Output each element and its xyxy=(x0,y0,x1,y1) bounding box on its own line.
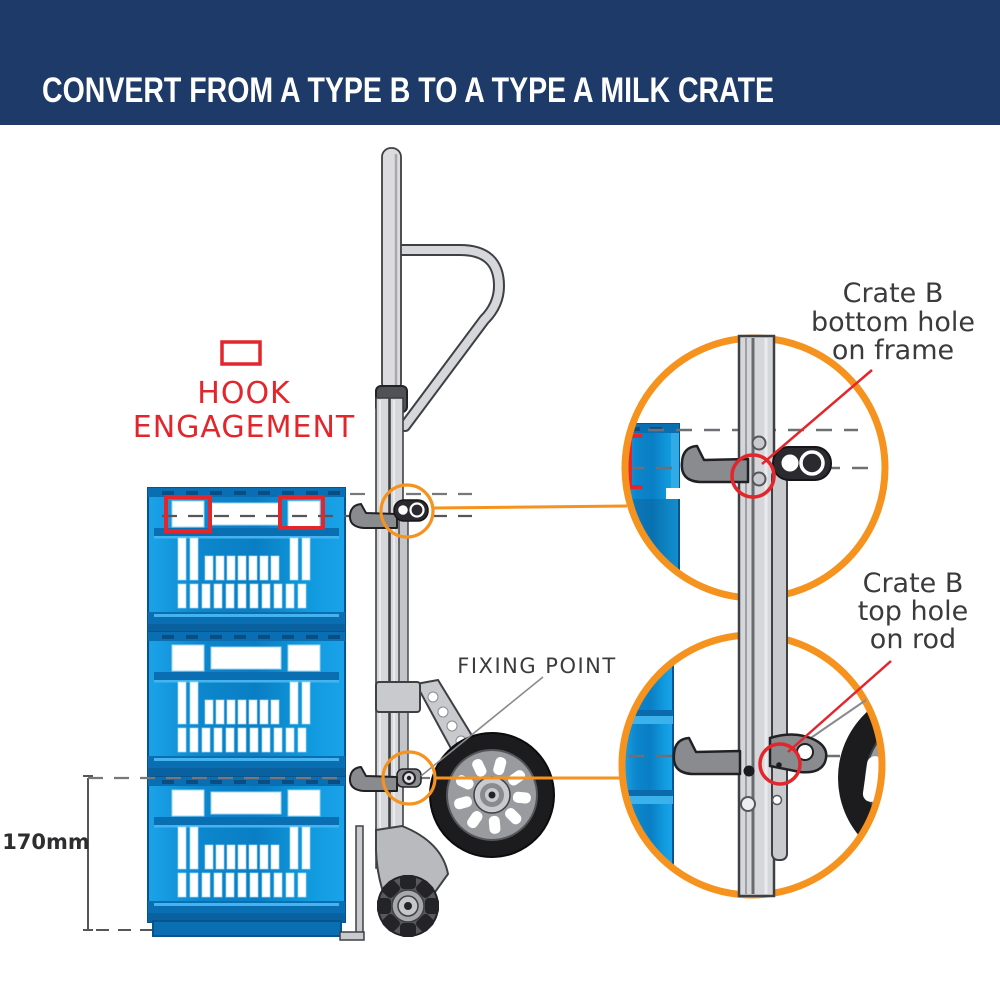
hand-truck xyxy=(339,147,555,941)
header-band: CONVERT FROM A TYPE B TO A TYPE A MILK C… xyxy=(0,0,1000,125)
header-background xyxy=(0,0,1000,125)
magnified-lower-hook xyxy=(672,736,742,776)
hook-engagement-key-rect xyxy=(220,340,262,366)
frame-hole-lower xyxy=(751,471,767,487)
callout-bottom-label-line2: top hole xyxy=(858,596,969,627)
frame-rod xyxy=(398,517,409,787)
callout-bottom-leader-line xyxy=(787,660,892,753)
callout-bottom-label: Crate B top hole on rod xyxy=(858,568,969,655)
rod-top-hole xyxy=(776,762,782,768)
milk-crate-bottom xyxy=(147,776,346,923)
callout-top-label: Crate B bottom hole on frame xyxy=(811,278,975,366)
page-title: CONVERT FROM A TYPE B TO A TYPE A MILK C… xyxy=(42,71,774,110)
upper-magnifier-source-circle xyxy=(379,483,435,539)
fixing-point-label: FIXING POINT xyxy=(457,654,616,678)
frame-bracket xyxy=(375,681,421,713)
upper-connector-line xyxy=(432,504,628,510)
milk-crate-stack xyxy=(147,487,346,937)
fixing-point-pin xyxy=(402,771,416,785)
magnified-red-highlight-bracket xyxy=(628,434,642,489)
bottom-hole-highlight-circle xyxy=(730,453,776,499)
callout-top-label-line2: bottom hole xyxy=(811,307,975,338)
callout-top-label-line1: Crate B xyxy=(843,278,944,309)
callout-top-leader-line xyxy=(761,369,873,465)
stair-wheel xyxy=(377,875,439,937)
milk-crate-middle xyxy=(147,631,346,778)
stair-wheel-lugs xyxy=(377,875,439,937)
toe-plate xyxy=(339,825,365,941)
dimension-label: 170mm xyxy=(2,830,90,854)
hook-engagement-label-line2: ENGAGEMENT xyxy=(133,410,355,445)
crate-base-flange xyxy=(152,920,342,937)
top-hole-highlight-circle xyxy=(758,742,802,786)
frame-hole-upper xyxy=(751,435,767,451)
upper-hook-pins xyxy=(393,499,429,522)
milk-crate-top xyxy=(147,487,346,634)
callout-bottom-foreground xyxy=(672,699,867,812)
frame-white-hole xyxy=(740,796,756,812)
hook-engagement-label: HOOK ENGAGEMENT xyxy=(133,340,355,445)
loop-handle xyxy=(395,244,506,432)
dimension-annotation xyxy=(83,775,152,931)
crate-slot-highlights xyxy=(164,495,325,533)
magnifier-sources xyxy=(379,483,628,806)
main-wheel xyxy=(429,732,555,858)
frame-dark-hole xyxy=(743,765,755,777)
fixing-point-leader-line xyxy=(420,676,544,777)
callout-bottom-label-line1: Crate B xyxy=(863,568,964,599)
red-highlight-rect-left xyxy=(164,495,212,533)
red-highlight-rect-right xyxy=(278,495,325,530)
rod-hole xyxy=(771,794,783,806)
callout-bottom-label-line3: on rod xyxy=(870,624,956,655)
callout-top-foreground xyxy=(680,435,832,499)
hook-engagement-label-line1: HOOK xyxy=(197,376,291,411)
callout-top-label-line3: on frame xyxy=(832,335,954,366)
upper-crate-hook xyxy=(348,503,398,529)
handle-pole xyxy=(381,147,402,393)
